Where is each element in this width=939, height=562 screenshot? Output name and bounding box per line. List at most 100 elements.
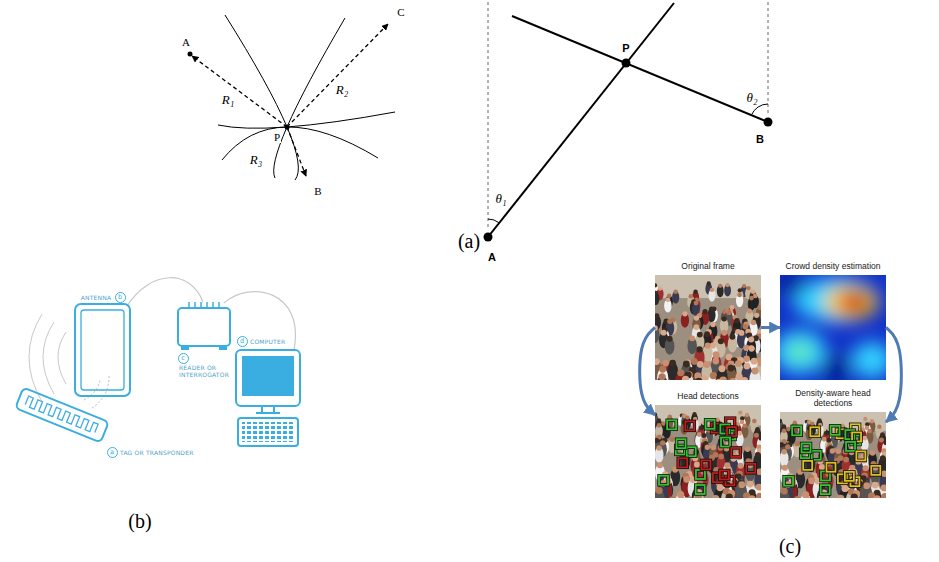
crowd-person [808,478,815,485]
crowd-person [803,497,810,498]
crowd-person [693,378,705,380]
detection-box [746,464,755,473]
detection-box [792,426,801,435]
point-label: P [621,42,630,54]
crowd-person [862,436,867,441]
density-blob [780,275,886,380]
crowd-person [877,425,882,430]
detection-box [721,438,730,447]
crowd-person [687,335,697,354]
detection-box [810,427,819,436]
detection-box [846,442,855,451]
crowd-person [871,495,883,498]
crowd-person [749,296,754,301]
detection-box [659,476,668,485]
detection-box [720,470,729,479]
trilateration-figure [274,18,345,178]
crowd-person [726,490,737,498]
detection-box [803,461,812,470]
angle-label: θ₁ [495,191,508,207]
crowd-person [697,361,704,368]
crowd-person [758,360,761,367]
detection-box [871,466,880,475]
crowd-person [665,336,675,355]
triangulation-figure [484,2,773,242]
detection-box [856,451,865,460]
crowd-person [791,496,803,498]
detection-box [845,472,854,481]
detection-box [701,460,710,469]
detection-box [812,451,821,460]
crowd-person [836,449,841,454]
crowd-person [819,464,825,470]
crowd-person [842,485,849,492]
detection-box [803,461,812,470]
crowd-person [668,414,672,418]
detection-box [846,442,855,451]
crowd-person [751,320,756,325]
crowd-person [710,288,714,292]
detection-box [821,485,830,494]
crowd-person [751,289,755,293]
antenna-symbol [75,304,130,396]
detection-box [678,458,687,467]
point-label: A [487,251,497,263]
trilateration-figure [222,127,378,160]
image-panel: Head detections [655,392,761,498]
detection-box [731,448,740,457]
crowd-person [749,367,760,380]
crowd-person [780,449,789,466]
wire [127,278,203,306]
crowd-person [705,444,710,449]
crowd-person [694,324,700,330]
panel-title: Original frame [643,262,773,272]
reader-symbol [219,346,227,350]
image-panel: Original frame [655,262,761,380]
crowd-person [742,284,746,288]
crowd-person [739,330,745,336]
crowd-person [747,308,752,313]
crowd-person [752,367,759,374]
detection-box [871,466,880,475]
crowd-person [863,482,870,489]
detection-box [659,476,668,485]
crowd-person [667,319,672,324]
trilateration-figure [218,112,395,128]
crowd-person [863,417,867,421]
radio-wave [29,314,42,402]
detection-box [696,470,705,479]
distance-label: R₂ [335,82,349,98]
crowd-person [717,284,724,298]
crowd-person [757,305,761,310]
crowd-person [881,484,886,491]
crowd-person [701,433,706,438]
component-label: READER OR INTERROGATOR [178,364,234,378]
crowd-person [682,311,687,316]
crowd-person [710,495,722,498]
computer-symbol [238,418,298,446]
crowd-person [727,378,739,380]
detection-box [845,472,854,481]
reader-symbol [178,302,230,350]
crowd-person [655,358,660,365]
crowd-person [756,484,761,491]
reader-symbol [189,302,219,308]
crowd-person [822,437,827,442]
detection-box [856,451,865,460]
crowd-person [756,493,761,498]
detection-box [720,470,729,479]
crowd-person [680,376,692,380]
crowd-person [661,330,667,336]
detection-box [659,476,668,485]
triangulation-figure [488,3,674,237]
crowd-person [724,283,731,296]
triangulation-figure [484,233,493,242]
crowd-person [710,372,717,379]
distance-label: R₁ [221,92,235,108]
crowd-person [711,445,716,450]
detection-box [678,458,687,467]
crowd-person [883,440,886,445]
computer-symbol [256,406,280,413]
component-label: COMPUTER [249,338,286,345]
detection-box [746,464,755,473]
